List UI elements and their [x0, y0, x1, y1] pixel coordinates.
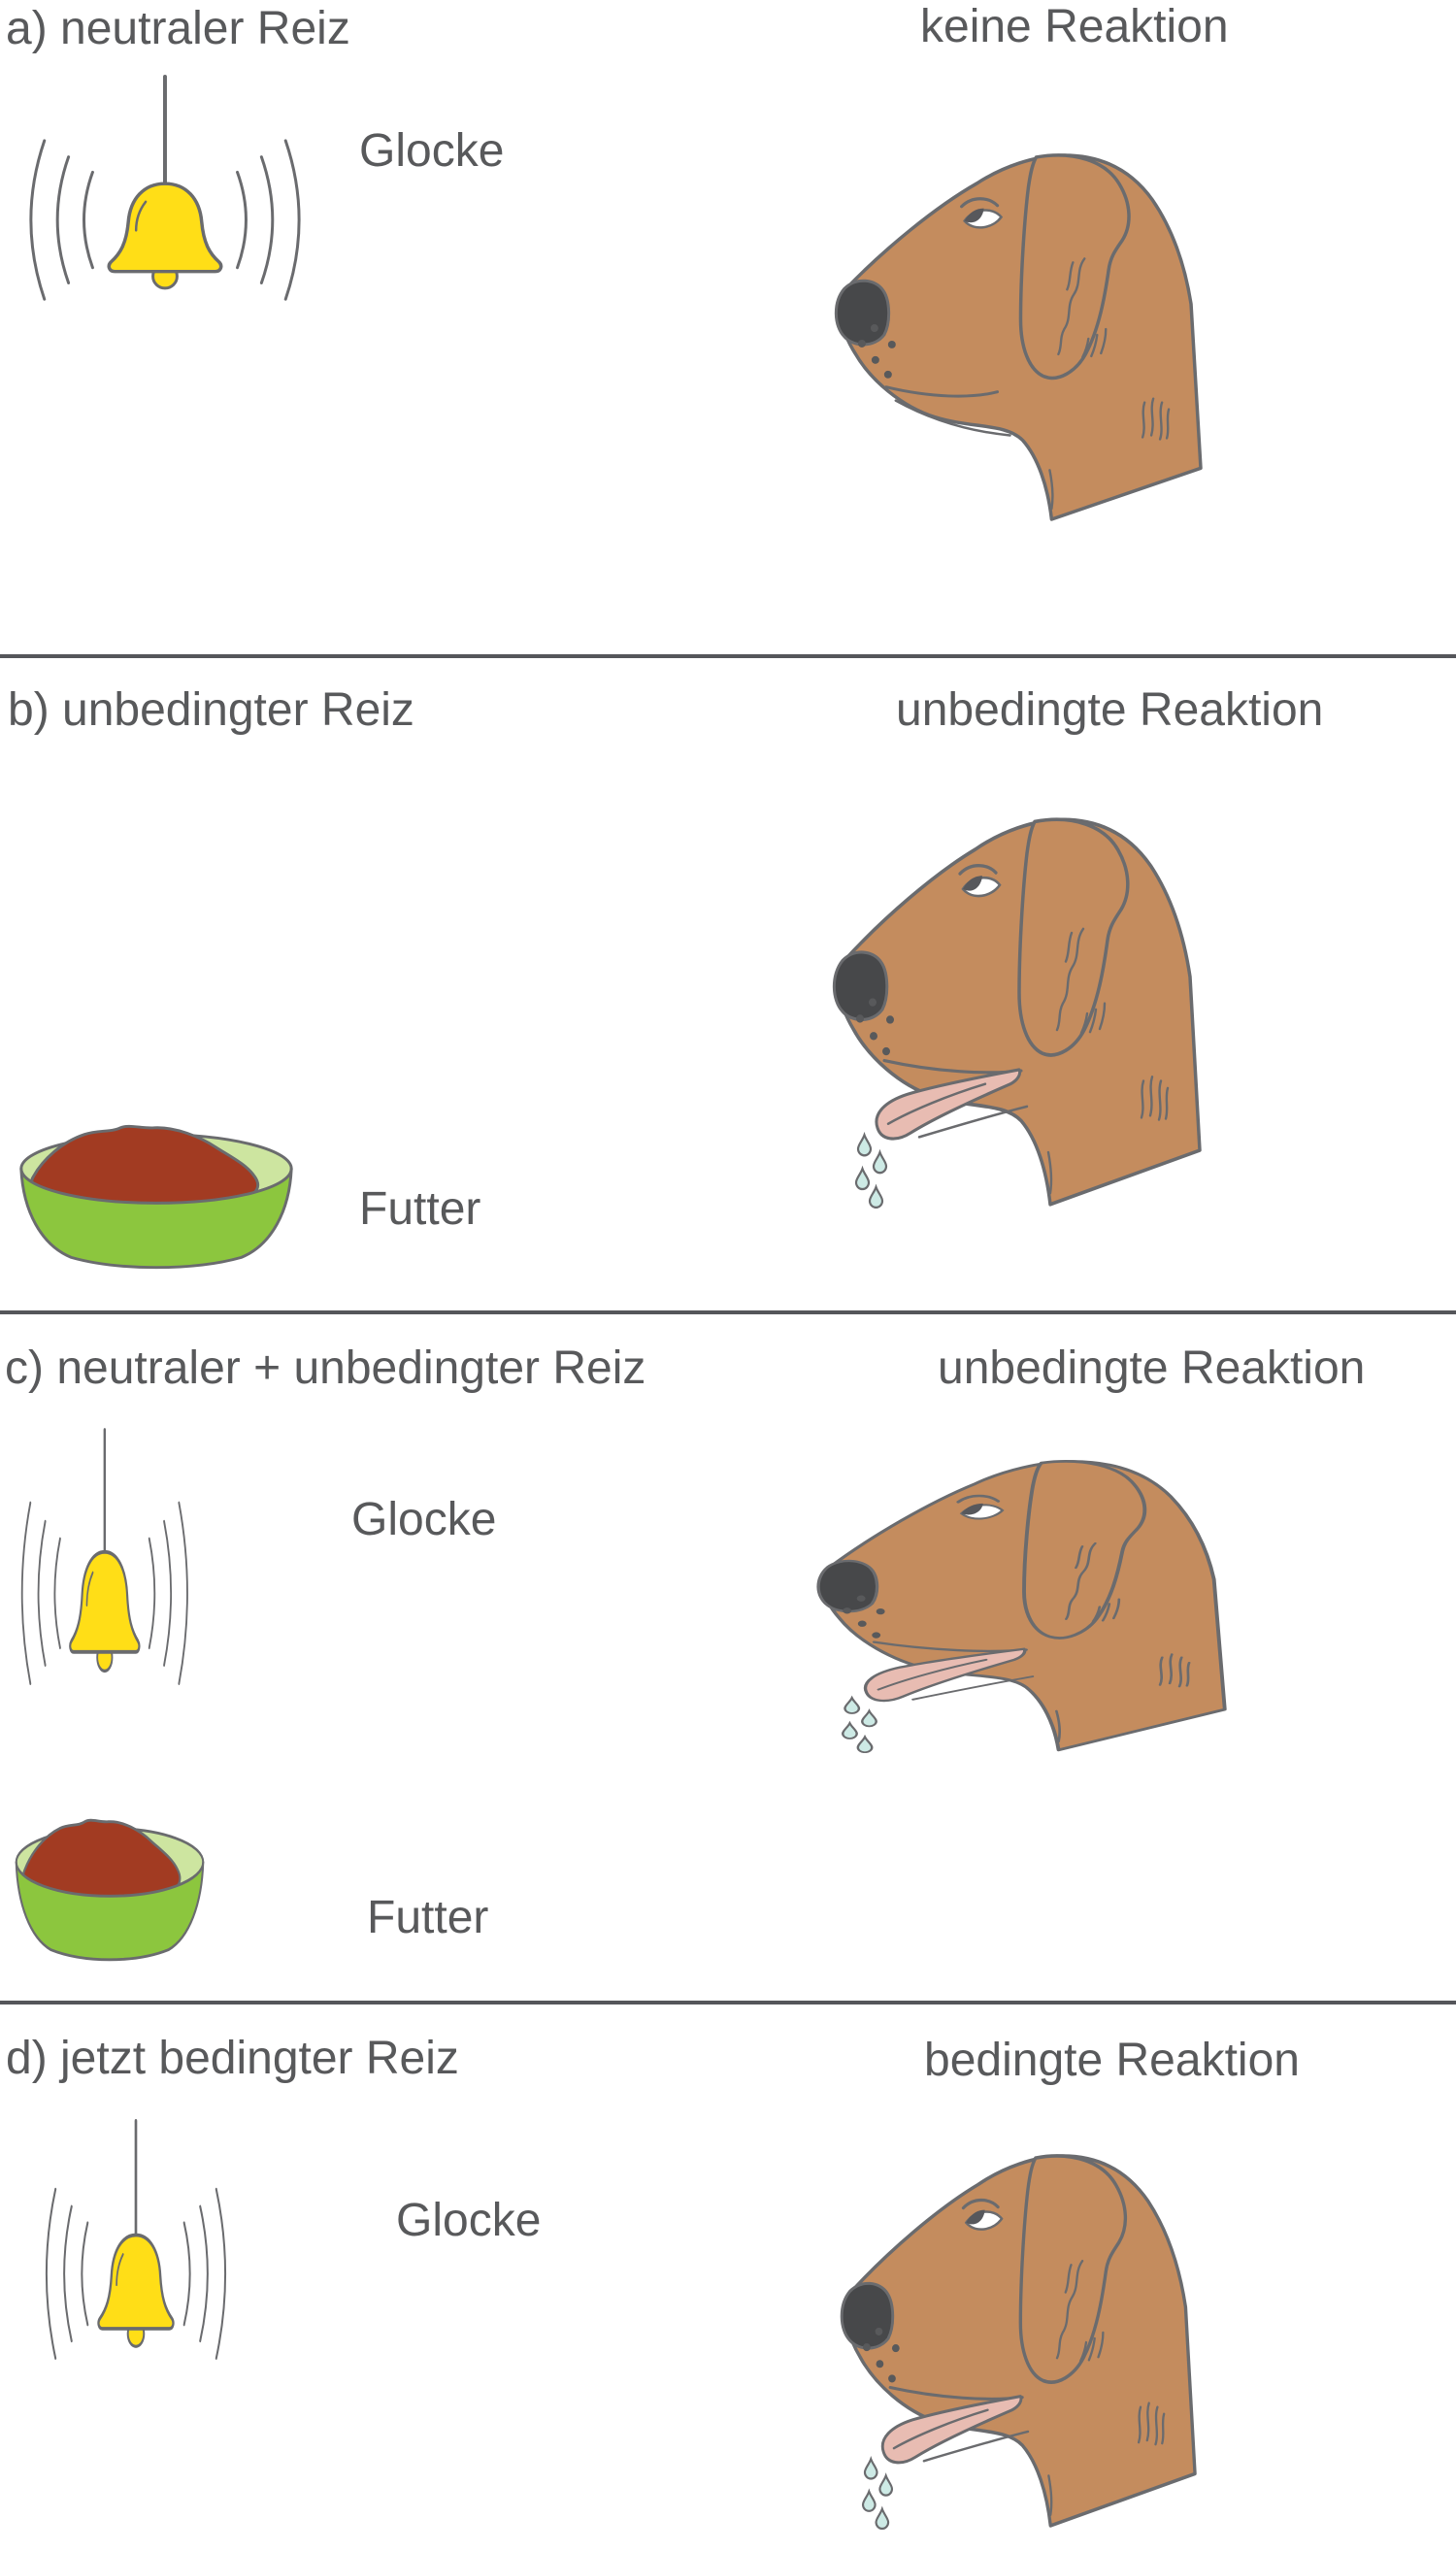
panel-c-stimulus-title: c) neutraler + unbedingter Reiz — [5, 1342, 646, 1394]
panel-a-response-title: keine Reaktion — [920, 1, 1229, 52]
panel-divider — [0, 2001, 1456, 2004]
panel-b-food-label: Futter — [359, 1183, 481, 1235]
bell-icon — [28, 74, 302, 302]
panel-d-bell-label: Glocke — [396, 2195, 542, 2246]
panel-c-food-label: Futter — [367, 1892, 489, 1943]
panel-c-bell-label: Glocke — [351, 1494, 497, 1545]
panel-divider — [0, 1310, 1456, 1314]
panel-a-bell-label: Glocke — [359, 125, 505, 177]
dog-head-salivating — [828, 812, 1202, 1209]
bell-icon — [31, 2118, 237, 2372]
panel-b-stimulus-title: b) unbedingter Reiz — [8, 684, 414, 736]
panel-divider — [0, 654, 1456, 658]
panel-a-stimulus-title: a) neutraler Reiz — [6, 3, 350, 54]
panel-d-response-title: bedingte Reaktion — [924, 2035, 1300, 2086]
food-bowl-icon — [19, 1124, 293, 1270]
dog-head-salivating — [836, 2149, 1197, 2530]
dog-head-salivating — [811, 1456, 1227, 1753]
food-bowl-icon — [15, 1818, 205, 1962]
panel-d-stimulus-title: d) jetzt bedingter Reiz — [6, 2033, 459, 2084]
panel-b-response-title: unbedingte Reaktion — [896, 684, 1324, 736]
bell-icon — [8, 1427, 198, 1699]
dog-head-no-salivation — [830, 149, 1203, 523]
panel-c-response-title: unbedingte Reaktion — [938, 1342, 1366, 1394]
